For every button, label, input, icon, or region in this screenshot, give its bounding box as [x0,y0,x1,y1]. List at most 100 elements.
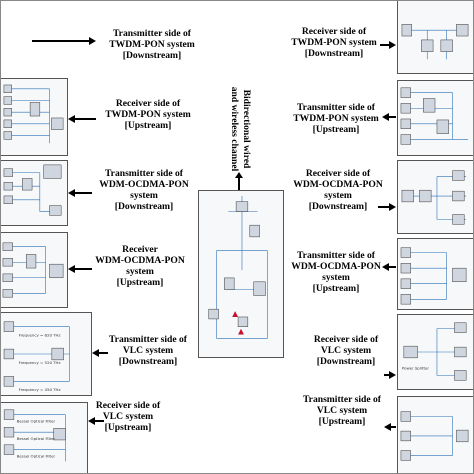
svg-text:Bessel Optical Filter: Bessel Optical Filter [17,418,56,423]
label-tx-twdm-downstream: Transmitter side of TWDM-PON system [Dow… [96,28,208,61]
label-line: system [324,190,352,201]
label-line: Transmitter side of [113,28,191,39]
label-line: Receiver [122,244,158,255]
label-line: [Upstream] [312,283,360,294]
schematic-tx-vlc-downstream: Frequency = 620 THz Frequency = 520 THz … [3,321,70,392]
panel-tx-vlc-upstream [397,396,474,474]
panel-tx-vlc-downstream: Frequency = 620 THz Frequency = 520 THz … [0,312,92,396]
panel-bidirectional-channel [198,190,284,358]
svg-text:Frequency = 520 THz: Frequency = 520 THz [19,360,61,365]
schematic-tx-wdm-upstream [400,247,467,305]
svg-text:Bessel Optical Filter: Bessel Optical Filter [17,436,56,441]
label-rx-twdm-downstream: Receiver side of TWDM-PON system [Downst… [280,26,388,59]
label-rx-vlc-downstream: Receiver side of VLC system [Downstream] [306,334,386,367]
arrow-tx-wdm-up [382,263,396,271]
label-line: WDM-OCDMA-PON [95,255,185,266]
label-line: [Upstream] [116,277,164,288]
label-line: VLC system [122,345,174,356]
label-rx-twdm-upstream: Receiver side of TWDM-PON system [Upstre… [92,98,204,131]
label-tx-vlc-upstream: Transmitter side of VLC system [Upstream… [292,394,392,427]
label-line: Transmitter side of [297,250,375,261]
panel-rx-vlc-upstream: Bessel Optical Filter Bessel Optical Fil… [0,402,88,474]
label-line: [Downstream] [308,201,368,212]
channel-title-line: and wireless channel [229,86,240,172]
label-line: [Downstream] [118,356,178,367]
svg-text:Frequency = 620 THz: Frequency = 620 THz [19,332,61,337]
arrow-tx-twdm-up [382,113,396,121]
label-line: Receiver side of [305,168,371,179]
arrow-rx-twdm-down [380,41,396,49]
label-line: system [130,190,158,201]
label-line: Transmitter side of [303,394,381,405]
channel-title-line: Bidirectional wired [241,89,252,169]
label-line: Receiver side of [115,98,181,109]
channel-title-text: Bidirectional wired and wireless channel [228,87,252,172]
svg-text:Bessel Optical Filter: Bessel Optical Filter [17,453,56,458]
svg-text:Power Splitter: Power Splitter [402,366,429,371]
label-line: [Upstream] [104,422,152,433]
arrow-tx-twdm [32,37,96,45]
label-line: system [126,266,154,277]
schematic-rx-twdm-downstream [401,24,469,60]
arrow-rx-vlc-down [384,371,396,379]
panel-rx-twdm-upstream [0,78,68,156]
label-tx-wdm-upstream: Transmitter side of WDM-OCDMA-PON system… [282,250,390,294]
label-tx-twdm-upstream: Transmitter side of TWDM-PON system [Ups… [282,102,390,135]
label-line: [Downstream] [316,356,376,367]
schematic-bidirectional-channel [208,195,268,339]
arrow-tx-wdm-down [68,189,92,197]
label-line: WDM-OCDMA-PON [99,179,189,190]
label-line: TWDM-PON system [109,39,195,50]
label-line: Receiver side of [95,400,161,411]
channel-title: Bidirectional wired and wireless channel [216,70,264,188]
label-line: Receiver side of [301,26,367,37]
label-line: TWDM-PON system [291,37,377,48]
panel-rx-wdm-upstream [0,232,68,308]
schematic-tx-wdm-downstream [3,164,62,216]
arrow-tx-vlc-down [92,349,108,357]
label-line: VLC system [320,345,372,356]
label-line: [Upstream] [124,120,172,131]
panel-tx-twdm-upstream [397,80,474,156]
label-line: Transmitter side of [297,102,375,113]
label-line: Transmitter side of [105,168,183,179]
label-line: [Downstream] [122,50,182,61]
label-line: TWDM-PON system [293,113,379,124]
label-tx-wdm-downstream: Transmitter side of WDM-OCDMA-PON system… [88,168,200,212]
schematic-rx-twdm-upstream [3,84,64,144]
svg-text:Frequency = 450 THz: Frequency = 450 THz [19,387,61,392]
panel-tx-wdm-upstream [397,238,474,310]
panel-rx-twdm-downstream [397,0,474,74]
schematic-rx-vlc-downstream: Power Splitter [402,322,467,381]
label-tx-vlc-downstream: Transmitter side of VLC system [Downstre… [96,334,200,367]
label-line: [Downstream] [114,201,174,212]
schematic-rx-wdm-upstream [2,242,64,298]
channel-up-arrowhead [235,172,243,178]
schematic-rx-wdm-downstream [401,170,467,225]
label-line: [Upstream] [318,416,366,427]
label-line: Transmitter side of [109,334,187,345]
label-rx-vlc-upstream: Receiver side of VLC system [Upstream] [90,400,166,433]
label-line: VLC system [102,411,154,422]
label-line: [Upstream] [312,124,360,135]
label-rx-wdm-upstream: Receiver WDM-OCDMA-PON system [Upstream] [90,244,190,288]
panel-rx-vlc-downstream: Power Splitter [397,314,474,390]
label-rx-wdm-downstream: Receiver side of WDM-OCDMA-PON system [D… [284,168,392,212]
label-line: Receiver side of [313,334,379,345]
schematic-rx-vlc-upstream: Bessel Optical Filter Bessel Optical Fil… [3,409,66,462]
label-line: VLC system [316,405,368,416]
arrow-tx-vlc-up [384,423,396,431]
schematic-tx-twdm-upstream [400,87,469,145]
label-line: TWDM-PON system [105,109,191,120]
panel-rx-wdm-downstream [397,160,474,234]
arrow-rx-wdm-up [68,265,92,273]
label-line: [Downstream] [304,48,364,59]
arrow-rx-twdm-up [68,115,96,123]
channel-up-arrow [238,176,240,190]
label-line: WDM-OCDMA-PON [291,261,381,272]
arrow-rx-vlc-up [88,417,104,425]
label-line: WDM-OCDMA-PON [293,179,383,190]
panel-tx-wdm-downstream [0,160,68,226]
label-line: system [322,272,350,283]
arrow-rx-wdm-down [378,203,396,211]
